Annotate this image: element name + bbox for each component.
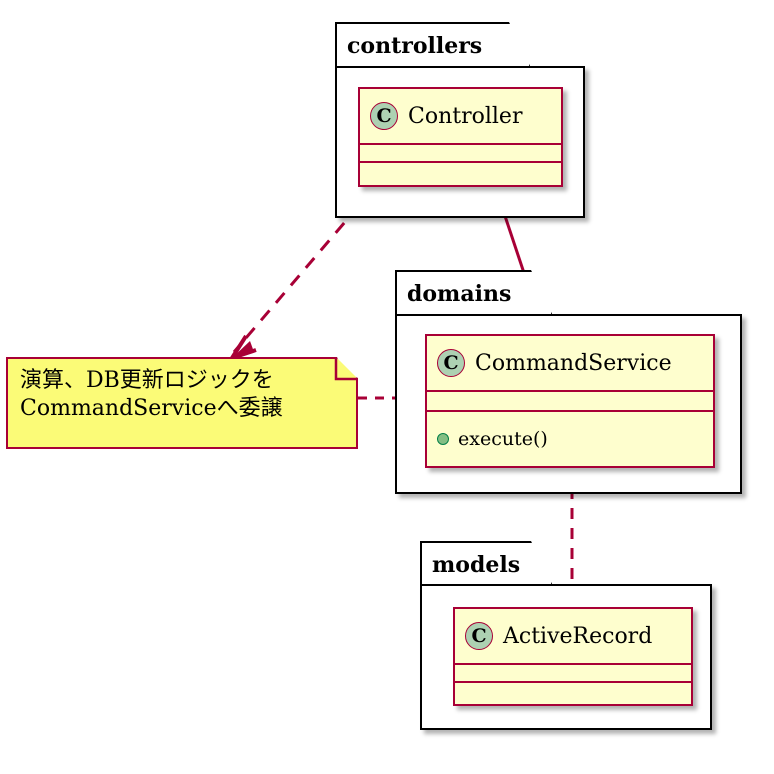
class-controller-methods: [360, 163, 561, 185]
package-models-tab: models: [420, 541, 553, 586]
class-stereotype-icon: C: [370, 102, 398, 130]
note-delegation-text: 演算、DB更新ロジックを CommandServiceへ委譲: [20, 367, 283, 423]
class-commandservice[interactable]: C CommandService execute(): [425, 334, 715, 468]
note-line-1: 演算、DB更新ロジックを: [20, 368, 274, 393]
method-execute: execute(): [437, 428, 548, 450]
class-activerecord-header: C ActiveRecord: [455, 609, 691, 665]
class-commandservice-attributes: [427, 392, 713, 412]
class-activerecord-attributes: [455, 665, 691, 683]
package-models-label: models: [432, 551, 521, 578]
class-commandservice-methods: execute(): [427, 412, 713, 466]
package-controllers[interactable]: controllers C Controller: [335, 22, 585, 218]
class-activerecord[interactable]: C ActiveRecord: [453, 607, 693, 706]
method-execute-label: execute(): [458, 428, 548, 450]
class-controller-attributes: [360, 145, 561, 163]
package-domains-tab: domains: [395, 270, 553, 316]
class-stereotype-icon: C: [437, 349, 465, 377]
package-controllers-label: controllers: [347, 33, 483, 59]
class-stereotype-icon: C: [465, 622, 493, 650]
note-line-2: CommandServiceへ委譲: [20, 396, 283, 422]
class-controller[interactable]: C Controller: [358, 87, 563, 187]
package-domains[interactable]: domains C CommandService execute(): [395, 270, 742, 494]
class-activerecord-methods: [455, 683, 691, 704]
class-controller-name: Controller: [408, 103, 523, 129]
package-models[interactable]: models C ActiveRecord: [420, 541, 712, 730]
class-commandservice-header: C CommandService: [427, 336, 713, 392]
package-controllers-tab: controllers: [335, 22, 531, 68]
public-visibility-icon: [437, 433, 449, 445]
class-controller-header: C Controller: [360, 89, 561, 145]
package-domains-label: domains: [407, 281, 512, 307]
note-delegation[interactable]: 演算、DB更新ロジックを CommandServiceへ委譲: [6, 357, 358, 449]
class-commandservice-name: CommandService: [475, 350, 672, 376]
class-activerecord-name: ActiveRecord: [503, 623, 653, 649]
